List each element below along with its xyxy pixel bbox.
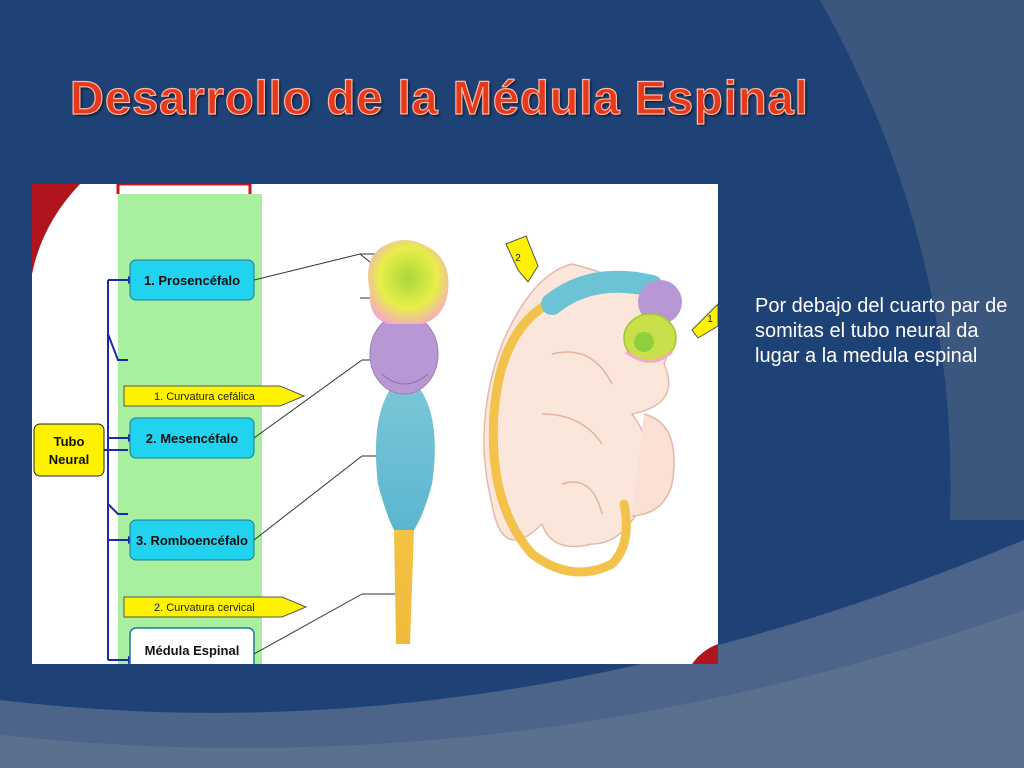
slide-title: Desarrollo de la Médula Espinal <box>69 70 809 124</box>
neural-tube-drawing <box>368 240 449 644</box>
box-medula-espinal: Médula Espinal <box>129 627 255 664</box>
pointer-1-label: 1 <box>707 314 713 325</box>
embryo-drawing <box>483 263 682 577</box>
pointer-2-label: 2 <box>515 253 521 264</box>
box-prosencefalo: 1. Prosencéfalo <box>129 259 255 301</box>
pointer-1: 1 <box>691 303 718 339</box>
tree-connectors <box>104 279 128 661</box>
curvatura-cefalica-label: 1. Curvatura cefálica <box>154 391 256 403</box>
tubo-neural-label-1: Tubo <box>54 434 85 449</box>
curvatura-cefalica-arrow: 1. Curvatura cefálica <box>123 385 306 407</box>
red-corner-top-left <box>32 184 80 274</box>
pointer-2: 2 <box>505 235 539 283</box>
slide-body-text: Por debajo del cuarto par de somitas el … <box>755 295 1008 367</box>
tubo-neural-label-2: Neural <box>49 452 89 467</box>
box-mesencefalo: 2. Mesencéfalo <box>129 417 255 459</box>
box-romboencefalo: 3. Romboencéfalo <box>129 519 255 561</box>
neural-tube-diagram: Tubo Neural 1. Prosencéfalo 2. Mesencéfa… <box>32 184 718 664</box>
mesencefalo-label: 2. Mesencéfalo <box>146 431 239 446</box>
romboencefalo-label: 3. Romboencéfalo <box>136 533 248 548</box>
neural-tube-figure: Tubo Neural 1. Prosencéfalo 2. Mesencéfa… <box>32 184 718 664</box>
prosencefalo-label: 1. Prosencéfalo <box>144 273 240 288</box>
curvatura-cervical-label: 2. Curvatura cervical <box>154 602 255 614</box>
curvatura-cervical-arrow: 2. Curvatura cervical <box>123 596 308 618</box>
tubo-neural-box <box>33 423 105 477</box>
medula-espinal-label: Médula Espinal <box>145 643 240 658</box>
grey-corner-decoration <box>820 0 1024 520</box>
red-corner-bottom-right <box>692 644 718 664</box>
